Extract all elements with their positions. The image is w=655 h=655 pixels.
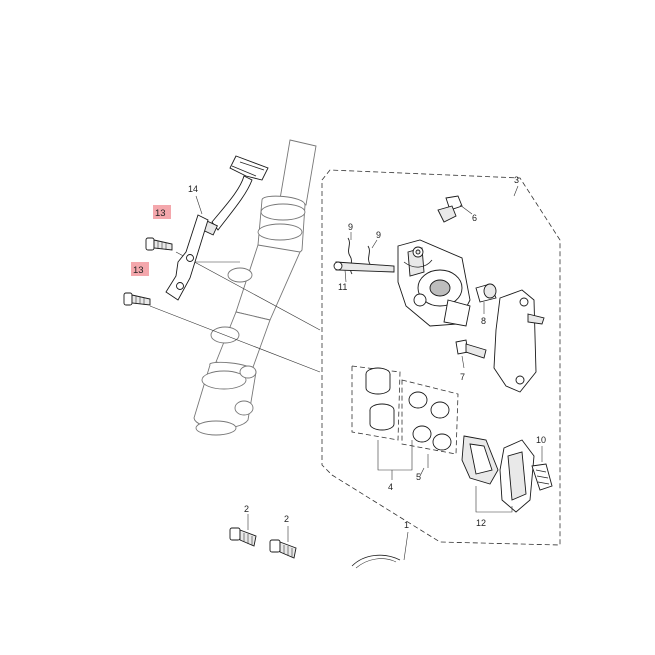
caliper-body (397, 239, 471, 327)
caliper-bracket (493, 289, 545, 393)
part-1-brake-disc (351, 531, 409, 569)
callout-13-lower: 13 (133, 265, 144, 276)
part-7-slide-pin (455, 339, 487, 369)
part-12-brake-pads (461, 435, 535, 513)
front-fork (193, 139, 317, 436)
callout-7: 7 (460, 372, 465, 382)
callout-9-right: 9 (376, 230, 381, 240)
part-10-pad-spring (531, 446, 553, 491)
callout-8: 8 (481, 316, 486, 326)
callout-12: 12 (476, 518, 486, 528)
callout-5: 5 (416, 472, 421, 482)
highlight-box-13-lower (131, 262, 149, 276)
part-14-hose-bracket (165, 155, 269, 301)
callout-11: 11 (338, 282, 347, 292)
callout-2-left: 2 (244, 504, 249, 514)
highlight-box-13-upper (153, 205, 171, 219)
callout-9-left: 9 (348, 222, 353, 232)
callout-4: 4 (388, 482, 393, 492)
callout-2-right: 2 (284, 514, 289, 524)
part-2-bolt-left (229, 514, 257, 547)
part-13-bolt-lower (123, 292, 151, 306)
part-4-pistons (351, 365, 413, 471)
part-8-pin-boot (475, 283, 497, 314)
part-13-bolt-upper (145, 237, 173, 251)
callout-10: 10 (536, 435, 546, 445)
part-5-piston-seals (401, 379, 459, 468)
callout-14: 14 (188, 184, 198, 194)
part-2-bolt-right (269, 526, 297, 559)
callout-6: 6 (472, 213, 477, 223)
callout-13-upper: 13 (155, 208, 166, 219)
callout-1: 1 (404, 520, 409, 530)
callout-3: 3 (514, 175, 519, 185)
part-6-bleed-screw (437, 195, 473, 223)
caliper-assembly-outline (321, 169, 561, 546)
part-11-pad-pin (333, 261, 395, 283)
